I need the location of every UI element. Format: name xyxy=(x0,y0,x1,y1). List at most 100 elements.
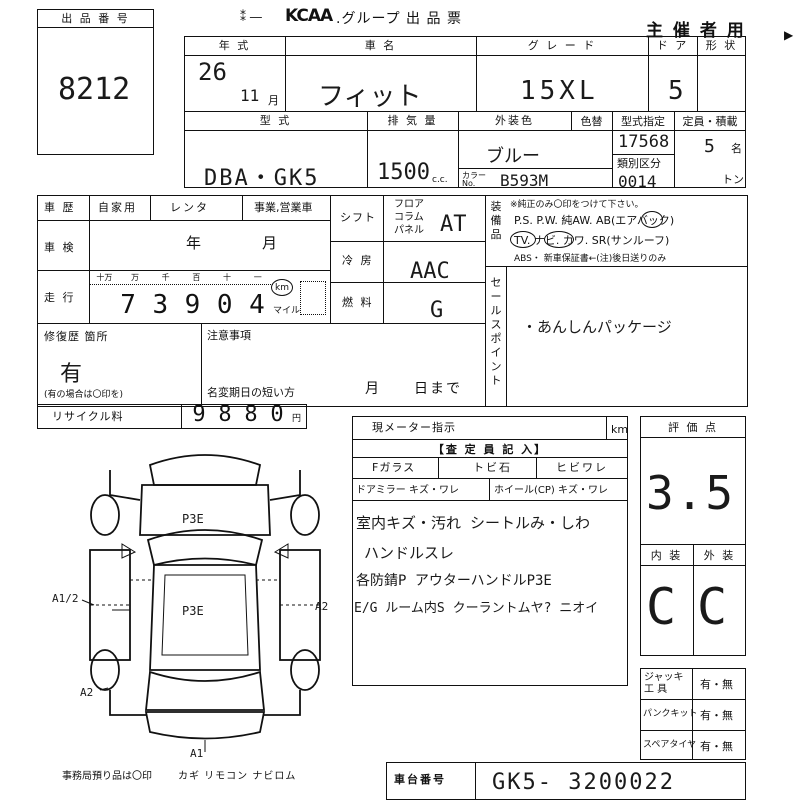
digit-label: 十万 xyxy=(96,273,113,282)
shape-label: 形 状 xyxy=(705,39,738,52)
exterior-value: C xyxy=(697,578,728,636)
jack-value[interactable]: 有・無 xyxy=(700,678,733,691)
equip-line-3: ABS・ 新車保証書←(注)後日送りのみ xyxy=(514,254,667,264)
fuel-value: G xyxy=(430,298,444,323)
lot-number-label: 出 品 番 号 xyxy=(61,12,130,25)
ab-circle-icon xyxy=(641,211,663,228)
mark-right: A2 xyxy=(315,600,329,613)
windshield-label: Fガラス xyxy=(372,461,416,474)
digit-label: 万 xyxy=(131,273,139,282)
name-label: 車 名 xyxy=(364,39,397,52)
recycle-digit: 8 xyxy=(218,402,232,427)
mileage-digit-labels: 十万 万 千 百 十 一 xyxy=(89,272,273,283)
crack-label: ヒビワレ xyxy=(556,461,608,474)
history-rental[interactable]: レンタ xyxy=(170,201,209,214)
inspector-label: 【査 定 員 記 入】 xyxy=(432,443,548,456)
displacement-value: 1500 xyxy=(377,160,430,185)
lot-number-box xyxy=(37,9,154,155)
category-value: 0014 xyxy=(618,172,657,191)
recycle-box xyxy=(37,404,307,429)
lot-number-value: 8212 xyxy=(58,72,131,107)
genuine-note: ※純正のみ〇印をつけて下さい。 xyxy=(510,200,644,210)
color-no-value: B593M xyxy=(500,171,549,190)
grade-value: 15XL xyxy=(520,76,599,106)
notes-label: 注意事項 xyxy=(207,329,251,342)
recycle-digit: 0 xyxy=(270,402,284,427)
recycle-label: リサイクル料 xyxy=(52,410,124,423)
history-label: 車 歴 xyxy=(44,201,76,214)
rename-month-unit: 月 xyxy=(365,381,381,397)
shift-value: AT xyxy=(440,212,467,237)
office-note: 事務局預り品は〇印 xyxy=(62,771,152,782)
mileage-digit: 0 xyxy=(216,290,233,320)
shift-floor[interactable]: フロア xyxy=(394,199,424,210)
history-business[interactable]: 事業,営業車 xyxy=(254,201,313,214)
inspector-box xyxy=(352,416,628,686)
repair-note: (有の場合は〇印を) xyxy=(44,390,124,400)
chip-label: トビ石 xyxy=(473,461,512,474)
model-value: DBA・GK5 xyxy=(204,166,320,191)
digit-label: 十 xyxy=(223,273,232,282)
history-equipment-box xyxy=(37,195,748,407)
sales-point-vertical-text: セールスポイント xyxy=(490,276,502,387)
year-label: 年 式 xyxy=(218,39,251,52)
navi-circle-icon xyxy=(544,231,574,248)
meter-unit: km xyxy=(611,423,629,436)
load-unit: トン xyxy=(722,173,744,186)
color-label: 外装色 xyxy=(495,114,534,127)
puncture-label: パンクキット xyxy=(643,709,698,719)
chassis-label: 車台番号 xyxy=(394,773,446,786)
mileage-digit: 9 xyxy=(184,290,201,320)
mark-left: A1/2 xyxy=(52,592,79,605)
history-private[interactable]: 自家用 xyxy=(98,201,137,214)
mileage-label: 走 行 xyxy=(44,291,76,304)
inspection-month-unit: 月 xyxy=(262,234,280,252)
digit-label: 一 xyxy=(253,273,262,282)
capacity-label: 定員・積載 xyxy=(682,115,738,128)
grade-label: グ レ ー ド xyxy=(527,39,597,52)
door-label: ド ア xyxy=(656,39,689,52)
sales-point-vertical-label: セールスポイント xyxy=(489,276,503,388)
door-value: 5 xyxy=(668,76,684,106)
vehicle-info-box xyxy=(184,36,746,188)
sales-point-value: ・あんしんパッケージ xyxy=(522,318,672,336)
mileage-digit: 7 xyxy=(120,290,136,320)
rename-day-unit: 日まで xyxy=(414,381,462,397)
color-value: ブルー xyxy=(486,146,540,167)
shift-column[interactable]: コラム xyxy=(394,212,424,223)
puncture-value[interactable]: 有・無 xyxy=(700,709,733,722)
recycle-unit: 円 xyxy=(292,414,302,424)
displacement-label: 排 気 量 xyxy=(387,114,438,127)
mileage-digit: 4 xyxy=(249,290,265,320)
km-circle-icon xyxy=(271,279,293,296)
score-label: 評 価 点 xyxy=(668,421,718,434)
comment-line-3: 各防錆P アウターハンドルP3E xyxy=(356,573,552,589)
shift-panel[interactable]: パネル xyxy=(394,225,424,236)
mark-roof: P3E xyxy=(182,512,204,526)
header-dots: ⁑ ― xyxy=(240,10,262,24)
exterior-label: 外 装 xyxy=(703,549,736,562)
chassis-value: GK5- 3200022 xyxy=(492,770,675,795)
repair-label: 修復歴 箇所 xyxy=(44,330,109,343)
repair-value: 有 xyxy=(60,362,83,387)
mileage-digits: 7 3 9 0 4 xyxy=(112,290,273,320)
form-title: .グループ 出 品 票 xyxy=(336,11,462,27)
shift-label: シフト xyxy=(340,211,376,224)
km-label: km xyxy=(275,283,289,293)
car-damage-diagram xyxy=(81,454,321,752)
brand-logo: KCAA xyxy=(285,6,333,26)
interior-label: 内 装 xyxy=(650,549,683,562)
spare-value[interactable]: 有・無 xyxy=(700,740,733,753)
digit-label: 千 xyxy=(161,273,170,282)
recycle-digits: 9 8 8 0 xyxy=(186,402,290,427)
spare-label: スペアタイヤ xyxy=(643,740,697,750)
month-unit: 月 xyxy=(268,94,281,107)
name-value: フィット xyxy=(318,82,422,112)
model-label: 型 式 xyxy=(259,114,292,127)
ac-value: AAC xyxy=(410,259,450,284)
mark-bottom: A1 xyxy=(190,747,204,760)
tv-circle-icon xyxy=(510,231,536,248)
interior-value: C xyxy=(646,578,677,636)
comment-line-1: 室内キズ・汚れ シートルみ・しわ xyxy=(356,514,591,532)
displacement-unit: c.c. xyxy=(432,175,448,185)
